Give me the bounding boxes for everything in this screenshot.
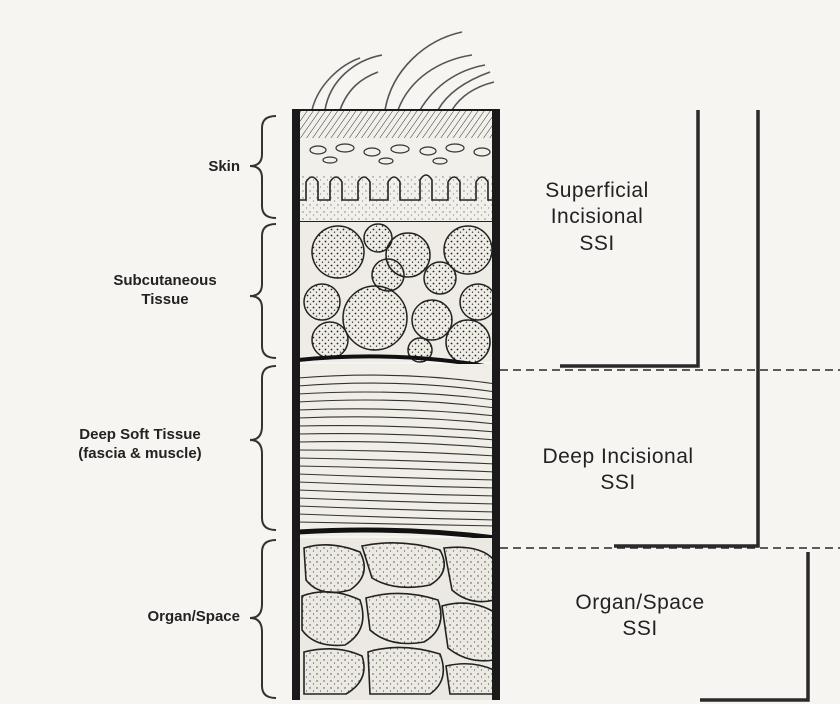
layer-label-skin: Skin <box>150 158 240 177</box>
muscle-layer <box>298 364 496 536</box>
ssi-label-organ-space: Organ/Space SSI <box>520 590 760 643</box>
ssi-label-deep: Deep Incisional SSI <box>508 444 728 497</box>
tissue-column <box>298 110 496 700</box>
subcutaneous-layer <box>298 222 496 364</box>
organ-layer <box>298 538 496 700</box>
layer-label-organ-space: Organ/Space <box>60 608 240 627</box>
skin-layer <box>298 110 496 222</box>
layer-braces <box>250 116 276 698</box>
ssi-label-superficial: Superficial Incisional SSI <box>508 178 686 257</box>
layer-label-subcutaneous: Subcutaneous Tissue <box>90 272 240 310</box>
layer-label-deep-soft-tissue: Deep Soft Tissue (fascia & muscle) <box>40 426 240 464</box>
hair-strands <box>312 32 494 110</box>
